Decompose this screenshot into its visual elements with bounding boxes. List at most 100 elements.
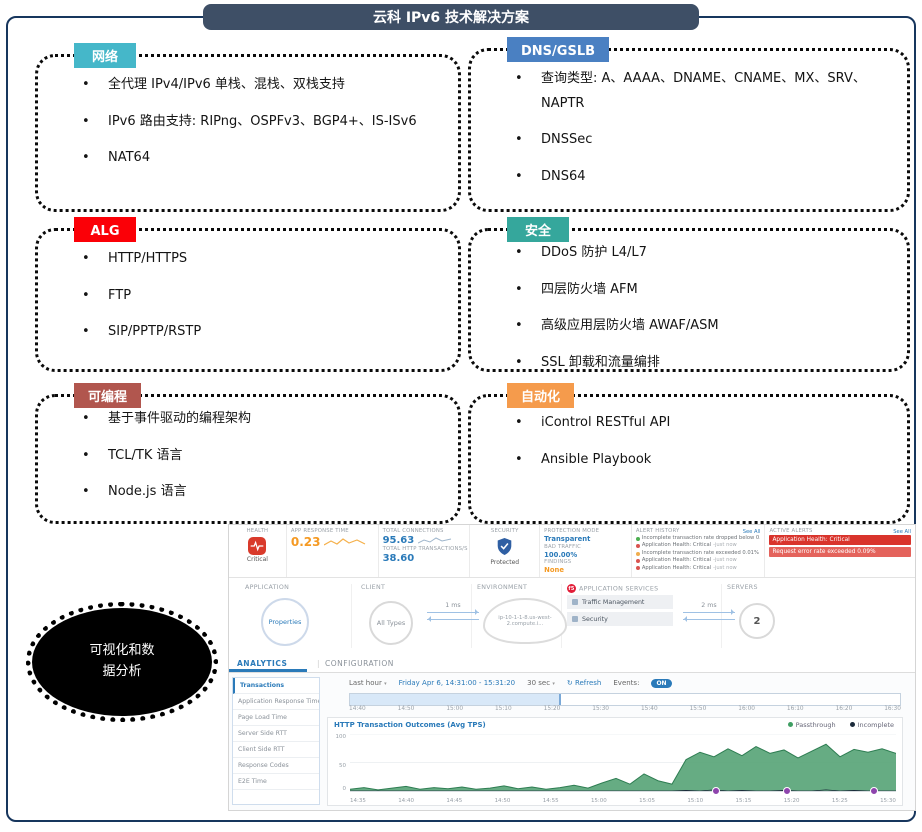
environment-cloud-node[interactable]: ip-10-1-1-8.us-west-2.compute.i... <box>483 598 567 644</box>
column-header-app-services-text: APPLICATION SERVICES <box>579 585 659 593</box>
bullet-text: iControl RESTful API <box>541 415 671 430</box>
bullet-text: TCL/TK 语言 <box>108 447 183 463</box>
divider <box>471 584 472 648</box>
service-row[interactable]: Traffic Management <box>567 595 673 609</box>
range-dropdown[interactable]: Last hour ▾ <box>349 679 387 687</box>
legend-label: Passthrough <box>795 721 836 729</box>
sidebar-item-e2e-time[interactable]: E2E Time <box>233 774 319 790</box>
events-toggle[interactable]: ON <box>651 678 672 688</box>
kpi-alert-history: ALERT HISTORY See All Incomplete transac… <box>632 525 766 577</box>
x-tick-label: 15:20 <box>783 798 800 804</box>
analytics-dashboard: HEALTH Critical APP RESPONSE TIME 0.23 T… <box>228 524 916 811</box>
visualization-ellipse-fill: 可视化和数 据分析 <box>32 608 212 716</box>
feature-box-dns-gslb-label: DNS/GSLB <box>507 37 610 62</box>
event-marker[interactable] <box>782 787 791 795</box>
bullet-text: DNSSec <box>541 132 593 148</box>
bullet-text: 高级应用层防火墙 AWAF/ASM <box>541 318 719 334</box>
feature-box-network: 网络 •全代理 IPv4/IPv6 单栈、混栈、双栈支持•IPv6 路由支持: … <box>35 43 461 212</box>
date-range[interactable]: Friday Apr 6, 14:31:00 - 15:31:20 <box>398 679 516 687</box>
client-all-types-text: All Types <box>376 619 406 627</box>
alert-severity-dot-icon <box>635 566 640 571</box>
event-marker[interactable] <box>711 787 720 795</box>
kpi-active-alerts: ACTIVE ALERTS See All Application Health… <box>765 525 915 577</box>
sidebar-item-client-side-rtt[interactable]: Client Side RTT <box>233 742 319 758</box>
connections-value: 95.63 <box>382 535 415 546</box>
bullet-icon: • <box>82 447 90 463</box>
bullet-item: •SIP/PPTP/RSTP <box>82 320 440 345</box>
bullet-text: SIP/PPTP/RSTP <box>108 324 202 340</box>
bullet-item: •Node.js 语言 <box>82 480 440 505</box>
bullet-item: •IPv6 路由支持: RIPng、OSPFv3、BGP4+、IS-ISv6 <box>82 110 440 135</box>
bullet-text: 全代理 IPv4/IPv6 单栈、混栈、双栈支持 <box>108 77 345 92</box>
feature-list-security: •DDoS 防护 L4/L7•四层防火墙 AFM•高级应用层防火墙 AWAF/A… <box>471 231 907 376</box>
server-latency-value: 2 ms <box>701 602 717 609</box>
client-all-types-node[interactable]: All Types <box>369 601 413 645</box>
timeline-tick: 14:40 <box>349 706 366 712</box>
divider <box>721 584 722 648</box>
event-marker[interactable] <box>870 787 879 795</box>
timeline-scrubber[interactable] <box>349 693 901 706</box>
refresh-icon: ↻ <box>566 679 573 687</box>
y-tick-label: 0 <box>342 786 347 792</box>
bullet-item: • TCL/TK 语言 <box>82 444 440 469</box>
x-tick-label: 15:00 <box>590 798 607 804</box>
feature-box-programmable-label: 可编程 <box>74 383 142 408</box>
timeline-tick: 15:10 <box>494 706 512 712</box>
sidebar-item-response-codes[interactable]: Response Codes <box>233 758 319 774</box>
divider <box>351 584 352 648</box>
bullet-item: •iControl RESTful API <box>515 411 889 436</box>
alert-history-label: ALERT HISTORY <box>635 528 680 534</box>
service-row[interactable]: Security <box>567 612 673 626</box>
alert-text: Application Health: Critical <box>641 557 712 564</box>
bullet-text: DDoS 防护 L4/L7 <box>541 245 647 260</box>
alert-history-see-all-link[interactable]: See All <box>742 528 761 535</box>
visualization-label: 可视化和数 据分析 <box>89 641 154 683</box>
bullet-item: •基于事件驱动的编程架构 <box>82 407 440 432</box>
arrow-left-icon <box>683 616 735 622</box>
x-tick-label: 14:45 <box>446 798 463 804</box>
bullet-icon: • <box>82 484 90 500</box>
tab-analytics[interactable]: ANALYTICS <box>237 659 288 668</box>
bullet-text: 四层防火墙 AFM <box>541 281 638 297</box>
time-controls: Last hour ▾ Friday Apr 6, 14:31:00 - 15:… <box>349 677 911 689</box>
feature-list-alg: •HTTP/HTTPS•FTP•SIP/PPTP/RSTP <box>38 231 458 345</box>
interval-dropdown[interactable]: 30 sec ▾ <box>527 679 555 687</box>
service-icon <box>572 599 578 605</box>
range-value: Last hour <box>349 679 382 687</box>
connections-sparkline-icon <box>418 537 452 544</box>
bullet-text: Ansible Playbook <box>541 451 652 467</box>
sidebar-item-page-load-time[interactable]: Page Load Time <box>233 710 319 726</box>
tab-configuration[interactable]: CONFIGURATION <box>325 659 394 668</box>
refresh-label: Refresh <box>574 679 602 687</box>
bad-traffic-value: 100.00% <box>544 550 578 559</box>
timeline-tick: 16:10 <box>786 706 804 712</box>
application-properties-button[interactable]: Properties <box>261 598 309 646</box>
active-alerts-see-all-link[interactable]: See All <box>893 528 911 535</box>
bullet-item: •NAT64 <box>82 146 440 171</box>
sidebar-item-application-response-time[interactable]: Application Response Time <box>233 694 319 710</box>
protection-mode-value: Transparent <box>544 535 591 543</box>
servers-node[interactable]: 2 <box>739 603 775 639</box>
column-header-client: CLIENT <box>361 584 386 591</box>
x-tick-label: 15:30 <box>880 798 896 804</box>
bullet-icon: • <box>515 245 523 260</box>
alert-severity-dot-icon <box>635 536 640 541</box>
alert-text: Incomplete transaction rate dropped belo… <box>641 535 761 541</box>
interval-value: 30 sec <box>527 679 551 687</box>
timeline-tick: 15:00 <box>446 706 464 712</box>
art-value: 0.23 <box>290 535 321 549</box>
active-alert-item[interactable]: Application Health: Critical <box>769 535 911 545</box>
refresh-button[interactable]: ↻ Refresh <box>567 679 602 687</box>
bullet-text: 基于事件驱动的编程架构 <box>108 411 252 426</box>
sidebar-item-transactions[interactable]: Transactions <box>233 678 319 694</box>
active-alert-item[interactable]: Request error rate exceeded 0.09% <box>769 547 911 557</box>
timeline-selection[interactable] <box>350 694 561 705</box>
bullet-item: •Ansible Playbook <box>515 448 889 473</box>
arrow-right-icon <box>683 609 735 615</box>
timeline-tick: 16:30 <box>884 706 901 712</box>
sidebar-item-server-side-rtt[interactable]: Server Side RTT <box>233 726 319 742</box>
bullet-icon: • <box>82 150 90 166</box>
